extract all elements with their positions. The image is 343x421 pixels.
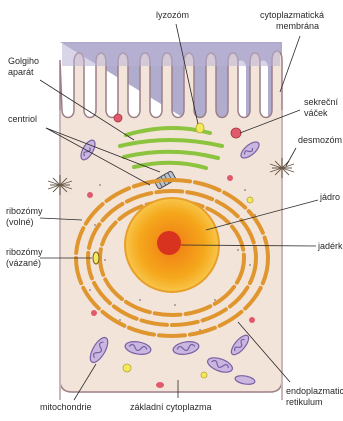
- label-nucleus: jádro: [319, 192, 340, 202]
- label-cytoplasm: základní cytoplazma: [130, 402, 212, 412]
- label-free-ribosomes: ribozómy: [6, 206, 43, 216]
- label-membrane-2: membrána: [276, 21, 319, 31]
- label-free-ribosomes-2: (volné): [6, 217, 34, 227]
- nucleolus: [157, 231, 181, 255]
- label-er: endoplazmatické: [286, 386, 343, 396]
- secretory-vesicle: [231, 128, 241, 138]
- label-lysozome: lyzozóm: [156, 10, 189, 20]
- label-secretory-2: váček: [304, 108, 328, 118]
- label-membrane: cytoplazmatická: [260, 10, 324, 20]
- label-er-2: retikulum: [286, 397, 323, 407]
- label-bound-ribosomes-2: (vázané): [6, 258, 41, 268]
- label-golgi: Golgiho: [8, 56, 39, 66]
- label-centriole: centriol: [8, 114, 37, 124]
- label-nucleolus: jadérko: [317, 241, 343, 251]
- label-golgi-2: aparát: [8, 67, 34, 77]
- label-mitochondria: mitochondrie: [40, 402, 92, 412]
- label-bound-ribosomes: ribozómy: [6, 247, 43, 257]
- microvilli-tint: [62, 44, 280, 66]
- label-secretory: sekreční: [304, 97, 339, 107]
- lysozome-vesicle: [196, 123, 204, 133]
- label-desmosome: desmozóm: [298, 135, 342, 145]
